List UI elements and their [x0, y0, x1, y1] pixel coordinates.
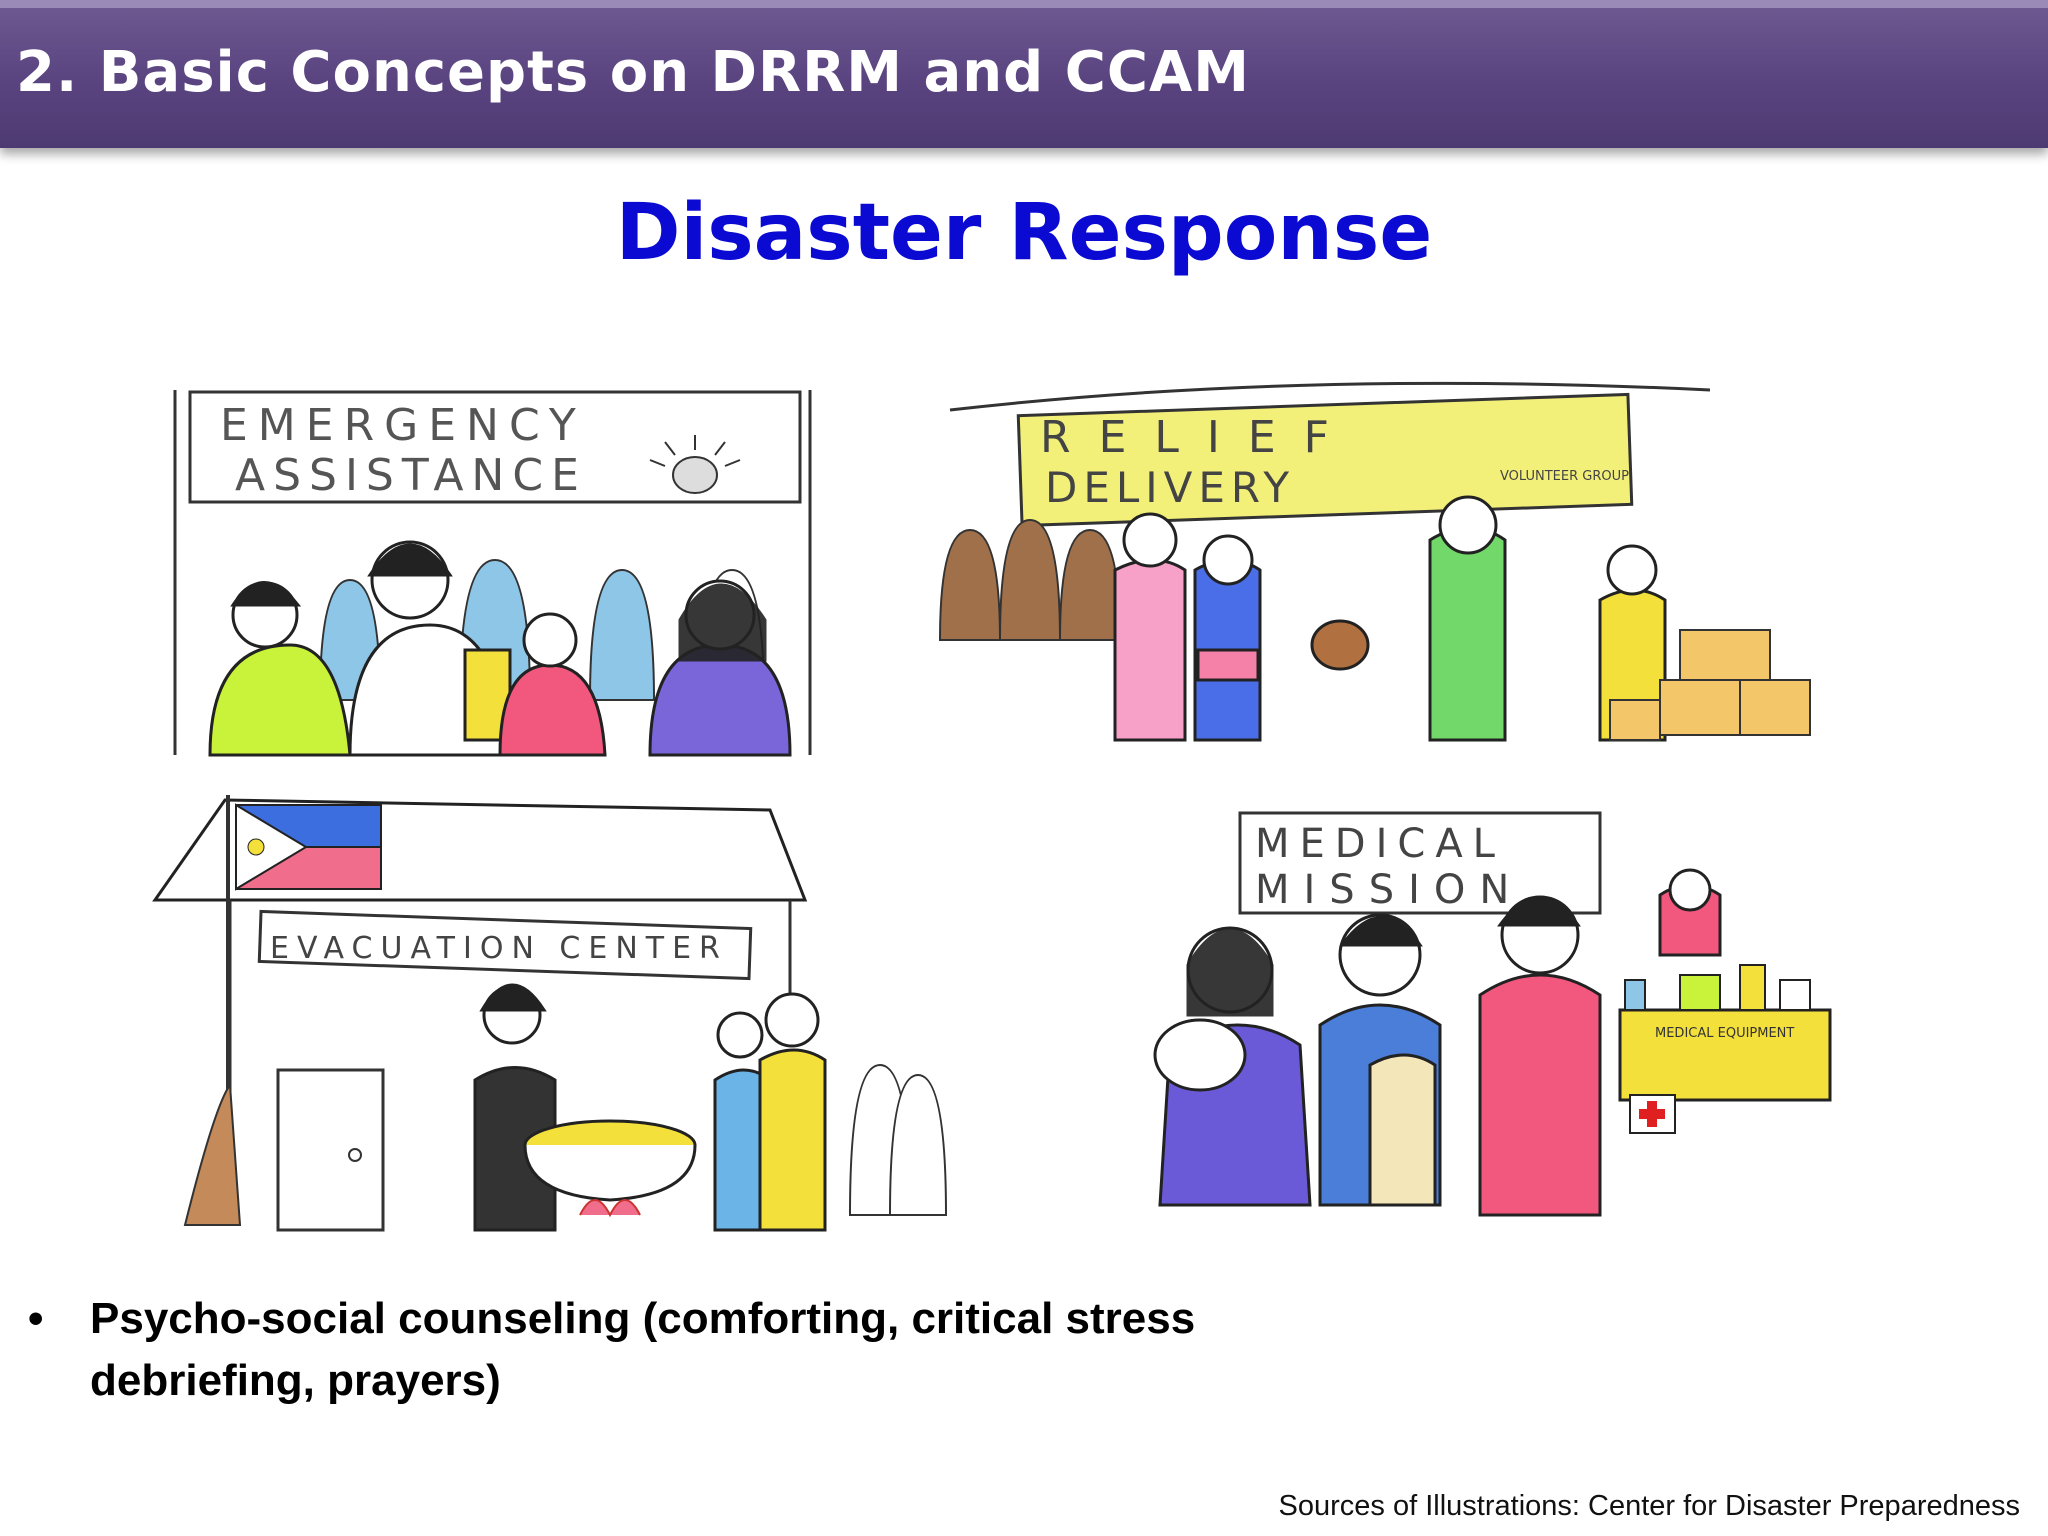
banner-text-relief: RELIEF [1040, 412, 1357, 463]
bullet-dot-icon: • [28, 1294, 44, 1343]
bullet-item: • Psycho-social counseling (comforting, … [28, 1288, 1268, 1412]
supply-boxes [1609, 629, 1811, 741]
people-figures [1153, 868, 1722, 1217]
illustration-evacuation-center: EVACUATION CENTER [150, 775, 990, 1235]
banner-text-delivery: DELIVERY [1045, 463, 1295, 512]
section-header-title: 2. Basic Concepts on DRRM and CCAM [16, 40, 1251, 105]
illustration-source-credit: Sources of Illustrations: Center for Dis… [1278, 1490, 2020, 1522]
first-aid-cross-icon [1629, 1094, 1676, 1134]
bullet-text: Psycho-social counseling (comforting, cr… [90, 1294, 1196, 1405]
evacuation-center-drawing: EVACUATION CENTER [152, 795, 948, 1232]
illustration-medical-mission: MEDICAL MISSION MEDICAL EQUIPMENT [1120, 805, 1870, 1225]
banner-text-assistance: ASSISTANCE [235, 450, 587, 501]
medical-equipment-table: MEDICAL EQUIPMENT [1618, 964, 1832, 1134]
relief-delivery-drawing: RELIEF DELIVERY VOLUNTEER GROUP [938, 381, 1811, 742]
illustration-relief-delivery: RELIEF DELIVERY VOLUNTEER GROUP [920, 380, 1820, 745]
bullet-list: • Psycho-social counseling (comforting, … [28, 1288, 1268, 1412]
cooking-pot-icon [523, 1119, 697, 1218]
door-icon [276, 1068, 385, 1232]
banner-text-evacuation-center: EVACUATION CENTER [270, 931, 728, 966]
crowd-silhouettes [848, 1063, 948, 1216]
illustration-emergency-assistance: EMERGENCY ASSISTANCE [120, 380, 890, 760]
volunteer-group-logo-text: VOLUNTEER GROUP [1500, 469, 1629, 484]
medical-mission-drawing: MEDICAL MISSION MEDICAL EQUIPMENT [1153, 811, 1832, 1217]
banner-text-mission: MISSION [1255, 867, 1523, 913]
siren-icon [649, 435, 741, 494]
people-figures [208, 540, 792, 757]
philippine-flag-icon [235, 803, 382, 891]
people-figures [473, 983, 827, 1232]
header-highlight [0, 0, 2048, 8]
emergency-assistance-drawing: EMERGENCY ASSISTANCE [173, 390, 812, 757]
people-figures [1113, 495, 1667, 742]
banner-text-medical: MEDICAL [1255, 821, 1505, 867]
header-bar: 2. Basic Concepts on DRRM and CCAM [0, 0, 2048, 148]
banner-text-emergency: EMERGENCY [220, 400, 586, 451]
slide-title: Disaster Response [615, 188, 1433, 278]
crowd-silhouettes [938, 518, 1122, 641]
medical-equipment-sign: MEDICAL EQUIPMENT [1655, 1026, 1794, 1041]
